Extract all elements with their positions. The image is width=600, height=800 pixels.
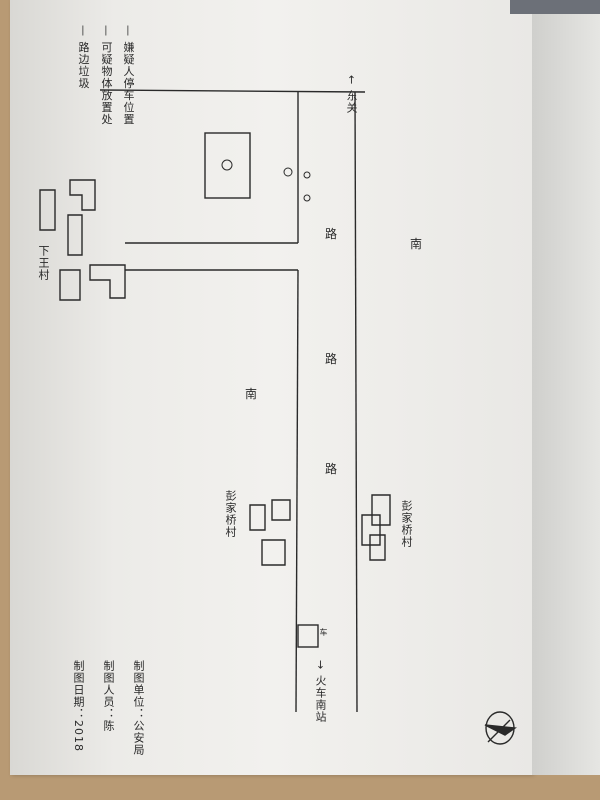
village-label: 下王村: [37, 245, 50, 281]
footer-person: 制图人员：陈: [102, 660, 115, 732]
road-label: 南: [245, 387, 258, 401]
next-page: [532, 0, 600, 775]
road-label: 路: [325, 462, 338, 476]
footer-unit: 制图单位：公安局: [132, 660, 145, 756]
scene-marks: [221, 159, 311, 202]
direction-east: → 火车南站: [314, 660, 327, 723]
compass-icon: [484, 711, 517, 745]
road-label: 南: [410, 237, 423, 251]
road-lines: [99, 89, 366, 713]
footer-date: 制图日期：2018: [72, 660, 85, 752]
legend-item: — 嫌疑人停车位置: [122, 25, 135, 126]
scene-area: [204, 132, 251, 199]
road-label: 路: [325, 227, 338, 241]
car-label: 车: [319, 628, 328, 637]
paper-sheet: [10, 0, 532, 775]
road-label: 路: [325, 352, 338, 366]
binder-edge: [510, 0, 600, 14]
buildings-lower-village: [39, 179, 126, 301]
car-icon: [297, 624, 319, 648]
legend-item: — 路边垃圾: [77, 25, 90, 90]
buildings-peng: [249, 494, 391, 566]
direction-west: ← 东关: [345, 75, 358, 114]
village-label: 彭家桥村: [400, 500, 413, 548]
village-label: 彭家桥村: [224, 490, 237, 538]
legend-item: — 可疑物体放置处: [100, 25, 113, 126]
